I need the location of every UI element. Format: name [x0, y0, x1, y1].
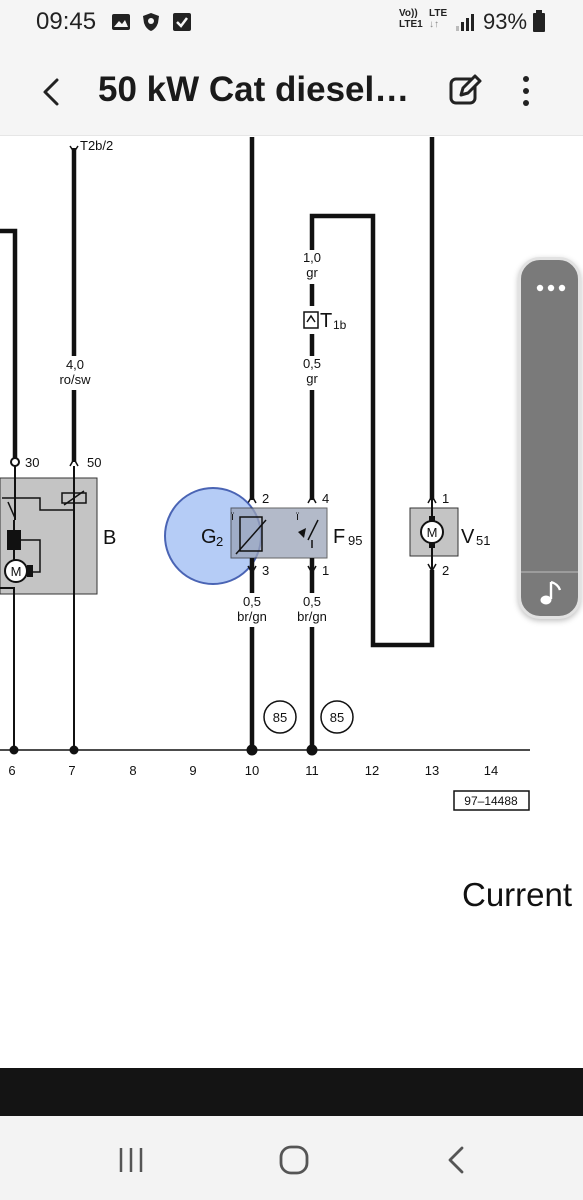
svg-text:1b: 1b — [333, 318, 347, 332]
track-number: 12 — [365, 763, 379, 778]
g2-pin-top: 2 — [262, 491, 269, 506]
volte-indicator: Vo)) LTE1 — [399, 8, 423, 30]
back-icon[interactable] — [438, 1140, 478, 1180]
badge-85-right — [320, 700, 354, 734]
svg-text:M: M — [427, 525, 438, 540]
app-bar: 50 kW Cat diesel… — [0, 44, 583, 136]
v51-pin-bottom: 2 — [442, 563, 449, 578]
svg-text:ï: ï — [296, 511, 300, 523]
badge-85-left — [263, 700, 297, 734]
svg-text:85: 85 — [273, 710, 287, 725]
track-number: 6 — [8, 763, 15, 778]
wire-left-size: 4,0 — [66, 357, 84, 372]
battery-icon — [533, 10, 545, 32]
track-number: 9 — [189, 763, 196, 778]
lte-indicator: LTE ↓↑ — [429, 8, 448, 30]
f95-pin-top: 4 — [322, 491, 329, 506]
svg-text:2: 2 — [216, 534, 223, 549]
music-note-icon[interactable] — [535, 578, 565, 608]
signal-icon — [456, 14, 474, 31]
wire-brgn-left-color: br/gn — [237, 609, 267, 624]
panel-divider — [521, 571, 578, 573]
terminal-30-label: 30 — [25, 455, 39, 470]
t1b-label: T — [320, 310, 332, 332]
terminal-30-node — [10, 457, 20, 467]
floating-edge-panel[interactable] — [518, 257, 581, 619]
page-title: 50 kW Cat diesel… — [98, 70, 410, 109]
wire-left-color: ro/sw — [59, 372, 91, 387]
document-text: Current — [462, 876, 573, 913]
g2-label: G — [201, 526, 217, 548]
wiring-diagram[interactable]: T2b/2 4,0 ro/sw 30 50 M B 2 ï G — [0, 137, 583, 817]
image-icon — [112, 14, 130, 30]
svg-text:ï: ï — [231, 511, 235, 523]
status-time: 09:45 — [36, 8, 97, 35]
wire-gr-mid-size: 0,5 — [303, 356, 321, 371]
track-number: 10 — [245, 763, 259, 778]
v51-label: V — [461, 526, 475, 548]
terminal-50-label: 50 — [87, 455, 101, 470]
connector-t1b — [303, 311, 319, 329]
wire-gr-top-color: gr — [306, 265, 318, 280]
f95-pin-bottom: 1 — [322, 563, 329, 578]
v51-pin-top: 1 — [442, 491, 449, 506]
svg-text:M: M — [11, 564, 22, 579]
recent-apps-icon[interactable] — [111, 1140, 151, 1180]
shield-icon — [143, 13, 159, 31]
svg-text:51: 51 — [476, 533, 490, 548]
component-b-label: B — [103, 527, 116, 549]
status-bar: 09:45 Vo)) LTE1 LTE ↓↑ 93% — [0, 0, 583, 44]
wire-brgn-left-size: 0,5 — [243, 594, 261, 609]
battery-percent: 93% — [483, 9, 528, 34]
svg-text:85: 85 — [330, 710, 344, 725]
bottom-toolbar-background — [0, 1068, 583, 1116]
reference-box — [453, 790, 530, 811]
track-number: 7 — [68, 763, 75, 778]
svg-text:95: 95 — [348, 533, 362, 548]
edit-icon[interactable] — [444, 70, 486, 112]
reference-number: 97–14488 — [464, 794, 518, 808]
chevron-left-icon[interactable] — [30, 70, 74, 114]
system-nav-bar — [0, 1116, 583, 1200]
wire-gr-mid-color: gr — [306, 371, 318, 386]
more-horizontal-icon[interactable] — [535, 278, 567, 298]
more-vertical-icon[interactable] — [506, 70, 546, 112]
track-number: 8 — [129, 763, 136, 778]
check-box-icon — [173, 13, 191, 31]
wire-brgn-right-color: br/gn — [297, 609, 327, 624]
wire-brgn-right-size: 0,5 — [303, 594, 321, 609]
f95-label: F — [333, 526, 345, 548]
track-number: 13 — [425, 763, 439, 778]
connector-top-label: T2b/2 — [80, 138, 113, 153]
track-number: 11 — [305, 763, 319, 778]
g2-pin-bottom: 3 — [262, 563, 269, 578]
track-number: 14 — [484, 763, 498, 778]
home-icon[interactable] — [274, 1140, 314, 1180]
wire-gr-top-size: 1,0 — [303, 250, 321, 265]
